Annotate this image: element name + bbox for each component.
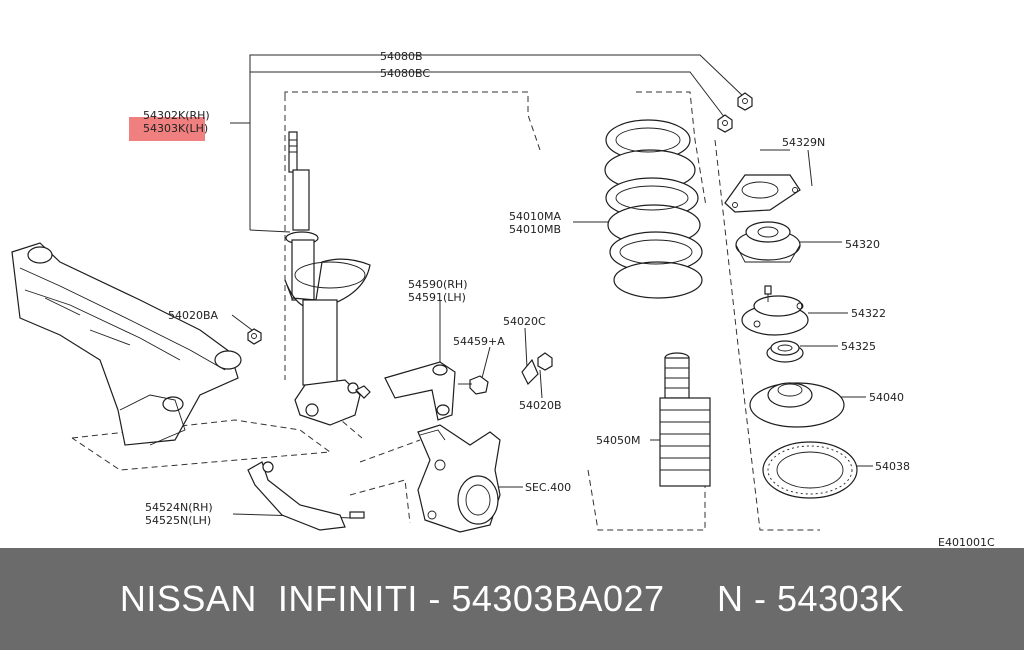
nut-54020ba xyxy=(247,328,262,345)
label-54320: 54320 xyxy=(845,238,880,251)
part-labels: 54080B 54080BC 54302K(RH) 54303K(LH) 543… xyxy=(143,50,995,548)
parts-diagram: 54080B 54080BC 54302K(RH) 54303K(LH) 543… xyxy=(11,50,995,548)
label-54050m: 54050M xyxy=(596,434,640,447)
part-number-banner: NISSAN INFINITI - 54303BA027 N - 54303K xyxy=(0,548,1024,650)
spring-seat-54040 xyxy=(749,382,845,428)
label-54591: 54591(LH) xyxy=(408,291,466,304)
label-54080b: 54080B xyxy=(380,50,423,63)
bearing-54325 xyxy=(766,340,804,363)
steering-knuckle xyxy=(417,424,501,533)
coil-spring xyxy=(604,119,703,299)
part-number-highlight xyxy=(129,117,205,141)
label-54020c: 54020C xyxy=(503,315,546,328)
label-54038: 54038 xyxy=(875,460,910,473)
label-54010ma: 54010MA xyxy=(509,210,561,223)
label-sec400: SEC.400 xyxy=(525,481,571,494)
label-54010mb: 54010MB xyxy=(509,223,561,236)
stabilizer-connecting-rod xyxy=(384,361,489,421)
label-54325: 54325 xyxy=(841,340,876,353)
bump-stop-boot xyxy=(659,352,711,487)
label-54590: 54590(RH) xyxy=(408,278,468,291)
label-54080bc: 54080BC xyxy=(380,67,430,80)
front-suspension-member xyxy=(11,242,242,446)
label-54459a: 54459+A xyxy=(453,335,505,348)
diagram-code: E401001C xyxy=(938,536,995,548)
banner-text: NISSAN INFINITI - 54303BA027 N - 54303K xyxy=(119,578,905,619)
transverse-link xyxy=(247,461,365,531)
rubber-seat-54038 xyxy=(762,441,858,499)
label-54524n: 54524N(RH) xyxy=(145,501,213,514)
washer-nut-54020c xyxy=(521,352,553,386)
label-54329n: 54329N xyxy=(782,136,825,149)
label-54303k: 54303K(LH) xyxy=(143,122,208,135)
label-54322: 54322 xyxy=(851,307,886,320)
strut-mount-54322 xyxy=(741,285,809,336)
label-54040: 54040 xyxy=(869,391,904,404)
label-54020b: 54020B xyxy=(519,399,562,412)
top-nuts xyxy=(717,92,753,133)
label-54302k: 54302K(RH) xyxy=(143,109,210,122)
label-54020ba: 54020BA xyxy=(168,309,219,322)
strut-mount-insulator xyxy=(735,221,801,263)
label-54525n: 54525N(LH) xyxy=(145,514,211,527)
strut-assembly xyxy=(284,131,371,426)
mounting-plate-54329n xyxy=(724,174,801,213)
